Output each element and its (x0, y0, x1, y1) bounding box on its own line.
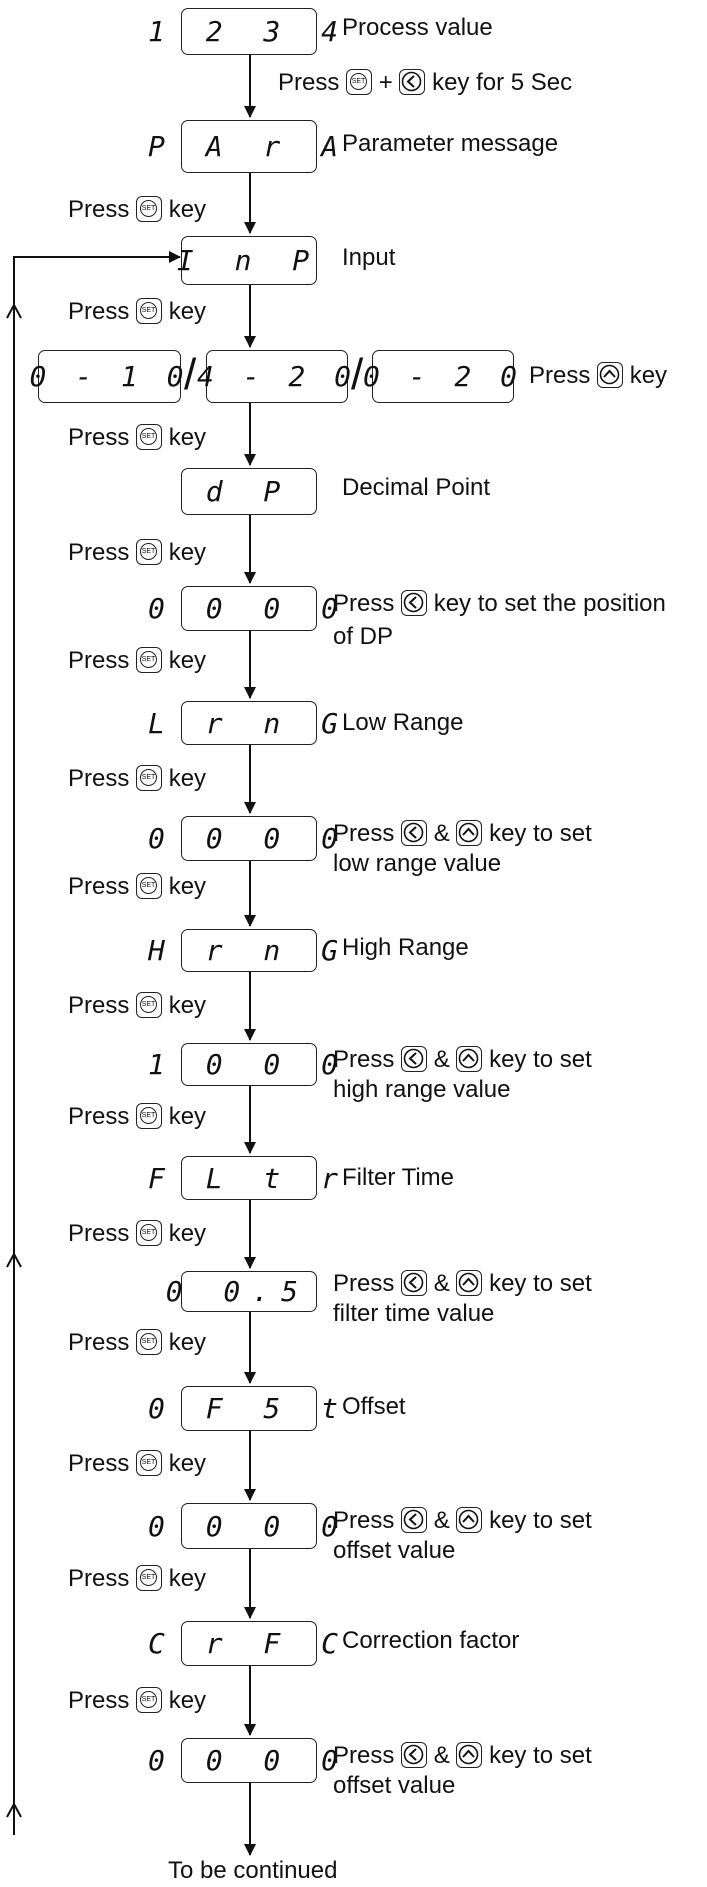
crfc-title: Correction factor (342, 1627, 520, 1654)
lrng-value-display: 0 0 0 0 (148, 816, 338, 861)
crfc-value-desc-2: offset value (333, 1772, 456, 1799)
enter-param-instruction: Press SET + key for 5 Sec (278, 68, 573, 97)
hrng-display: H r n G (148, 929, 338, 972)
press-set-9: Press SET key (68, 1102, 207, 1130)
hrng-value-desc: Press & key to set (333, 1045, 592, 1073)
press-set-3: Press SET key (68, 423, 207, 451)
input-option-0-10: 0 - 1 0 (30, 350, 184, 403)
set-key-icon: SET (136, 764, 163, 791)
left-key-icon (401, 589, 428, 616)
dp-value-desc-2: of DP (333, 623, 394, 650)
ofst-value-desc-2: offset value (333, 1537, 456, 1564)
set-key-icon: SET (136, 872, 163, 899)
press-set-11: Press SET key (68, 1328, 207, 1356)
left-key-icon (401, 819, 428, 846)
inp-display: I n P (177, 236, 317, 285)
left-key-icon (401, 1741, 428, 1768)
press-set-10: Press SET key (68, 1219, 207, 1247)
set-key-icon: SET (136, 423, 163, 450)
set-key-icon: SET (136, 1219, 163, 1246)
press-set-4: Press SET key (68, 538, 207, 566)
up-key-icon (597, 361, 624, 388)
press-set-2: Press SET key (68, 297, 207, 325)
ofst-display: 0 F 5 t (148, 1386, 338, 1431)
set-key-icon: SET (136, 195, 163, 222)
lrng-display: L r n G (148, 701, 338, 745)
set-key-icon: SET (136, 538, 163, 565)
input-option-0-20: 0 - 2 0 (363, 350, 517, 403)
fltr-display: F L t r (148, 1156, 338, 1200)
plus-sign: + (378, 69, 393, 96)
loop-chevron-1 (6, 302, 22, 319)
hrng-value-desc-2: high range value (333, 1076, 511, 1103)
loop-chevron-2 (6, 1251, 22, 1268)
up-key-icon (456, 1045, 483, 1072)
crfc-value-desc: Press & key to set (333, 1741, 592, 1769)
set-key-icon: SET (136, 1449, 163, 1476)
set-key-icon: SET (136, 1102, 163, 1129)
dp-value-display: 0 0 0 0 (148, 586, 338, 631)
press-set-5: Press SET key (68, 646, 207, 674)
set-key-icon: SET (136, 1328, 163, 1355)
para-title: Parameter message (342, 130, 559, 157)
press-set-8: Press SET key (68, 991, 207, 1019)
press-set-7: Press SET key (68, 872, 207, 900)
press-set-14: Press SET key (68, 1686, 207, 1714)
up-key-icon (456, 1269, 483, 1296)
ofst-value-display: 0 0 0 0 (148, 1503, 338, 1549)
inp-title: Input (342, 244, 396, 271)
fltr-value-desc-2: filter time value (333, 1300, 495, 1327)
for-5-sec-text: key for 5 Sec (432, 69, 573, 96)
ofst-value-desc: Press & key to set (333, 1506, 592, 1534)
set-key-icon: SET (136, 1686, 163, 1713)
to-be-continued: To be continued (168, 1857, 338, 1884)
loop-chevron-3 (6, 1801, 22, 1818)
left-key-icon (399, 68, 426, 95)
ofst-title: Offset (342, 1393, 406, 1420)
fltr-title: Filter Time (342, 1164, 455, 1191)
slash-2: / (351, 350, 364, 399)
process-title: Process value (342, 14, 493, 41)
press-set-1: Press SET key (68, 195, 207, 223)
dp-display: d P (181, 468, 317, 515)
set-key-icon: SET (136, 991, 163, 1018)
left-key-icon (401, 1045, 428, 1072)
dp-value-desc: Press key to set the position (333, 589, 666, 617)
input-option-4-20: 4 - 2 0 (197, 350, 351, 403)
hrng-title: High Range (342, 934, 469, 961)
fltr-value-desc: Press & key to set (333, 1269, 592, 1297)
slash-1: / (184, 350, 197, 399)
set-key-icon: SET (136, 646, 163, 673)
lrng-title: Low Range (342, 709, 464, 736)
set-key-icon: SET (346, 68, 373, 95)
lrng-value-desc: Press & key to set (333, 819, 592, 847)
para-display: P A r A (148, 120, 338, 173)
left-key-icon (401, 1506, 428, 1533)
press-set-13: Press SET key (68, 1564, 207, 1592)
hrng-value-display: 1 0 0 0 (148, 1043, 338, 1086)
press-set-12: Press SET key (68, 1449, 207, 1477)
up-key-icon (456, 1506, 483, 1533)
press-set-6: Press SET key (68, 764, 207, 792)
dp-title: Decimal Point (342, 474, 491, 501)
crfc-display: C r F C (148, 1621, 338, 1666)
set-key-icon: SET (136, 1564, 163, 1591)
fltr-value-display: 0 0.5 (166, 1271, 317, 1312)
press-up-instruction: Press key (529, 361, 668, 389)
process-display: 1 2 3 4 (148, 8, 338, 55)
up-key-icon (456, 1741, 483, 1768)
crfc-value-display: 0 0 0 0 (148, 1738, 338, 1783)
up-key-icon (456, 819, 483, 846)
lrng-value-desc-2: low range value (333, 850, 502, 877)
set-key-icon: SET (136, 297, 163, 324)
left-key-icon (401, 1269, 428, 1296)
press-word: Press (278, 69, 340, 96)
loop-line (13, 251, 181, 1835)
